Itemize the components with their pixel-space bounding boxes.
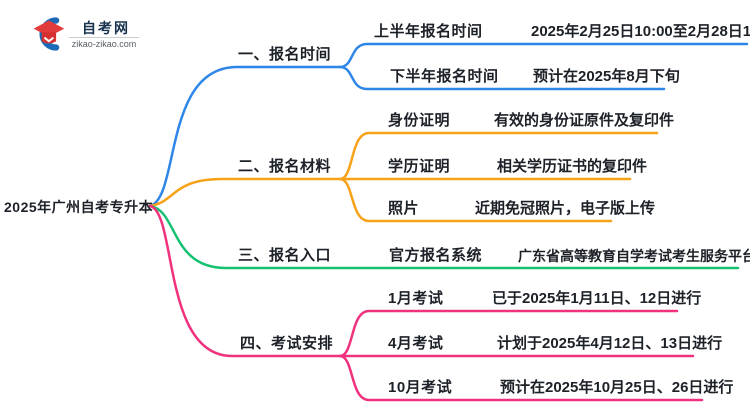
branch4-row1-line xyxy=(338,309,679,358)
branch3-child1-label: 官方报名系统 xyxy=(389,247,483,264)
branch2-child3-label: 照片 xyxy=(388,200,420,217)
branch2-child2-label: 学历证明 xyxy=(388,158,451,175)
branch1-child2-value: 预计在2025年8月下旬 xyxy=(533,68,680,85)
branch4-label: 四、考试安排 xyxy=(240,335,334,352)
branch1-row2-line xyxy=(338,65,666,91)
branch4-child1-label: 1月考试 xyxy=(388,290,444,307)
logo-url: zikao-zikao.com xyxy=(71,39,137,49)
logo-title: 自考网 xyxy=(82,20,130,36)
branch4-row3-line xyxy=(338,354,704,402)
branch2-trunk-line xyxy=(148,177,342,208)
branch4-child3-value: 预计在2025年10月25日、26日进行 xyxy=(500,379,734,396)
branch2-child3-value: 近期免冠照片，电子版上传 xyxy=(475,200,656,217)
zikao-logo: 自考网 zikao-zikao.com xyxy=(28,12,148,56)
branch1-label: 一、报名时间 xyxy=(238,46,332,63)
branch1-child1-value: 2025年2月25日10:00至2月28日12:00 xyxy=(531,23,750,40)
branch2-row3-line xyxy=(338,177,613,223)
graduation-cap-icon xyxy=(33,17,65,51)
branch3-trunk-line xyxy=(148,204,740,270)
branch2-child1-label: 身份证明 xyxy=(388,112,451,129)
logo-divider xyxy=(69,37,139,38)
branch1-trunk-line xyxy=(148,65,342,208)
branch4-child3-label: 10月考试 xyxy=(388,379,453,396)
branch4-child2-value: 计划于2025年4月12日、13日进行 xyxy=(497,335,723,352)
branch1-child1-label: 上半年报名时间 xyxy=(374,23,483,40)
branch1-row1-line xyxy=(338,42,749,69)
branch3-child1-value: 广东省高等教育自学考试考生服务平台 xyxy=(518,248,750,264)
root-node-label: 2025年广州自考专升本 xyxy=(4,199,154,215)
branch4-child1-value: 已于2025年1月11日、12日进行 xyxy=(492,290,702,307)
branch4-trunk-line xyxy=(148,204,342,358)
branch2-child1-value: 有效的身份证原件及复印件 xyxy=(494,112,675,129)
branch3-label: 三、报名入口 xyxy=(238,247,332,264)
branch2-child2-value: 相关学历证书的复印件 xyxy=(497,158,648,175)
branch2-label: 二、报名材料 xyxy=(238,158,332,175)
branch2-row1-line xyxy=(338,131,659,181)
branch4-child2-label: 4月考试 xyxy=(388,335,444,352)
branch1-child2-label: 下半年报名时间 xyxy=(390,68,499,85)
